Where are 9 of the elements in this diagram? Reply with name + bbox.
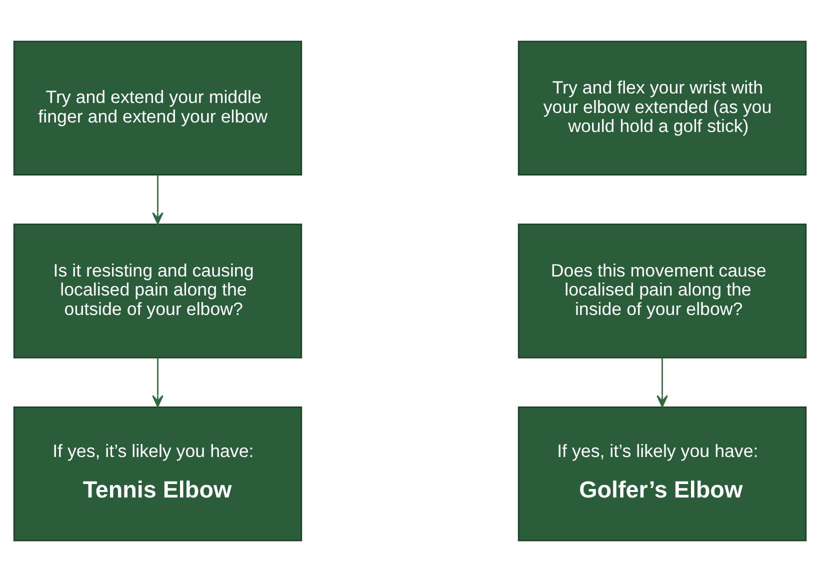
arrow: [152, 357, 164, 407]
node-box: Try and flex your wrist with your elbow extended (as you would hold a golf stick): [518, 40, 807, 176]
arrow: [152, 174, 164, 224]
arrow: [656, 357, 668, 407]
node-box: If yes, it’s likely you have: Tennis Elbow: [13, 406, 302, 541]
node-box: Does this movement cause localised pain along the inside of your elbow?: [518, 223, 807, 358]
node-box: If yes, it’s likely you have: Golfer’s Elbow: [518, 406, 807, 541]
node-box: Is it resisting and causing localised pain along the outside of your elbow?: [13, 223, 302, 358]
node-box: Try and extend your middle finger and extend your elbow: [13, 40, 302, 176]
